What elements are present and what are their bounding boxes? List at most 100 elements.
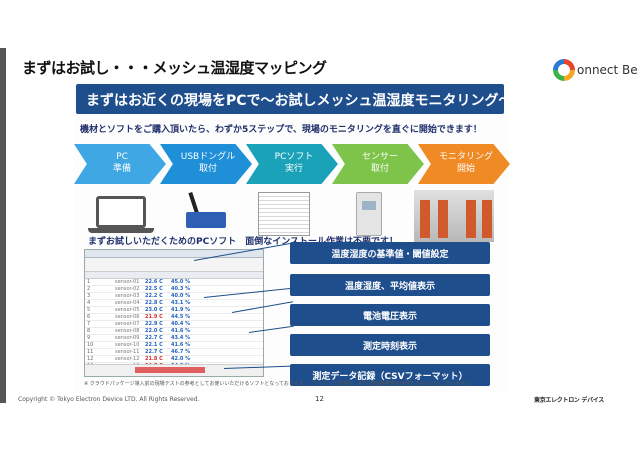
callout-measurement-time: 測定時刻表示	[290, 334, 490, 356]
callout-csv-recording: 測定データ記録（CSVフォーマット）	[290, 364, 490, 386]
step-label: モニタリング	[438, 152, 493, 163]
row-index: 4	[87, 300, 91, 306]
warehouse-photo	[414, 190, 494, 242]
row-index: 8	[87, 328, 91, 334]
row-index: 9	[87, 335, 91, 341]
sensor-name: sensor-01	[115, 279, 140, 285]
temperature-value: 21.9 C	[145, 314, 163, 320]
row-filler	[193, 300, 263, 306]
step-pc: PC 準備	[74, 144, 166, 184]
humidity-value: 42.0 %	[171, 356, 191, 362]
sensor-name: sensor-07	[115, 321, 140, 327]
step-images	[74, 190, 508, 242]
row-index: 12	[87, 356, 94, 362]
row-index: 11	[87, 349, 94, 355]
row-filler	[193, 321, 263, 327]
step-label: PC	[116, 152, 128, 163]
sensor-name: sensor-04	[115, 300, 140, 306]
step-label: 実行	[284, 164, 303, 174]
temperature-value: 21.8 C	[145, 356, 163, 362]
temperature-value: 22.7 C	[145, 349, 163, 355]
table-row: 9 sensor-09 22.7 C 43.4 %	[85, 335, 263, 342]
temperature-value: 23.0 C	[145, 307, 163, 313]
row-filler	[193, 279, 263, 285]
humidity-value: 40.4 %	[171, 321, 191, 327]
row-filler	[193, 335, 263, 341]
logo-ring-icon	[553, 59, 575, 81]
callout-threshold-setting: 温度湿度の基準値・閾値設定	[290, 242, 490, 264]
callout-average-display: 温度湿度、平均値表示	[290, 274, 490, 296]
row-filler	[193, 349, 263, 355]
temperature-value: 22.2 C	[145, 293, 163, 299]
humidity-value: 41.6 %	[171, 342, 191, 348]
step-usb-dongle: USBドングル 取付	[160, 144, 252, 184]
table-row: 8 sensor-08 22.0 C 41.6 %	[85, 328, 263, 335]
usb-dongle-icon	[186, 212, 226, 228]
table-row: 6 sensor-06 21.9 C 44.5 %	[85, 314, 263, 321]
software-screenshot-icon	[258, 192, 310, 236]
humidity-value: 46.7 %	[171, 349, 191, 355]
step-sensor: センサー 取付	[332, 144, 424, 184]
step-label: PCソフト	[274, 152, 314, 163]
pc-software-note: まずお試しいただくためのPCソフト 面倒なインストール作業は不要です！	[88, 237, 399, 247]
footnote: ※ クラウドパッケージ導入前の現場テストの参考としてお使いいただけるソフトとなっ…	[84, 381, 475, 387]
row-filler	[193, 314, 263, 320]
accent-bar	[0, 48, 6, 403]
sensor-name: sensor-08	[115, 328, 140, 334]
humidity-value: 43.1 %	[171, 300, 191, 306]
callout-battery-voltage: 電池電圧表示	[290, 304, 490, 326]
window-toolbar	[85, 258, 263, 272]
step-label: USBドングル	[180, 152, 236, 163]
temperature-value: 22.9 C	[145, 321, 163, 327]
humidity-value: 44.5 %	[171, 314, 191, 320]
humidity-value: 41.9 %	[171, 307, 191, 313]
step-monitoring: モニタリング 開始	[418, 144, 510, 184]
step-label: 取付	[370, 164, 389, 174]
step-label: センサー	[361, 152, 398, 163]
step-pc-software: PCソフト 実行	[246, 144, 338, 184]
step-flow: PC 準備 USBドングル 取付 PCソフト 実行 センサー 取付 モニタリング…	[74, 144, 510, 184]
temperature-value: 22.6 C	[145, 279, 163, 285]
step-label: 準備	[112, 164, 131, 174]
humidity-value: 45.0 %	[171, 279, 191, 285]
page-number: 12	[315, 395, 324, 403]
sensor-name: sensor-09	[115, 335, 140, 341]
laptop-icon	[96, 196, 146, 228]
row-filler	[193, 356, 263, 362]
sensor-name: sensor-12	[115, 356, 140, 362]
connect-beyond-logo: onnect Beyond	[553, 59, 638, 81]
logo-text: onnect Beyond	[577, 63, 638, 77]
row-index: 2	[87, 286, 91, 292]
row-index: 6	[87, 314, 91, 320]
embedded-slide-image: まずはお近くの現場をPCで～お試しメッシュ温湿度モニタリング～ 機材とソフトをご…	[74, 82, 510, 392]
humidity-value: 40.0 %	[171, 293, 191, 299]
table-row: 11 sensor-11 22.7 C 46.7 %	[85, 349, 263, 356]
humidity-value: 40.3 %	[171, 286, 191, 292]
copyright: Copyright © Tokyo Electron Device LTD. A…	[18, 396, 200, 403]
humidity-value: 43.4 %	[171, 335, 191, 341]
step-label: 開始	[456, 164, 475, 174]
sensor-name: sensor-02	[115, 286, 140, 292]
row-index: 10	[87, 342, 94, 348]
tokyo-electron-device-logo: 東京エレクトロン デバイス	[534, 397, 605, 404]
row-index: 3	[87, 293, 91, 299]
window-statusbar	[85, 364, 263, 376]
table-row: 12 sensor-12 21.8 C 42.0 %	[85, 356, 263, 363]
banner-title: まずはお近くの現場をPCで～お試しメッシュ温湿度モニタリング～	[76, 84, 504, 114]
row-filler	[193, 342, 263, 348]
temperature-value: 22.0 C	[145, 328, 163, 334]
sensor-name: sensor-06	[115, 314, 140, 320]
humidity-value: 41.6 %	[171, 328, 191, 334]
sensor-name: sensor-11	[115, 349, 140, 355]
sensor-name: sensor-03	[115, 293, 140, 299]
laptop-base	[88, 228, 154, 233]
subtitle: 機材とソフトをご購入頂いたら、わずか5ステップで、現場のモニタリングを直ぐに開始…	[80, 125, 482, 135]
temperature-value: 22.7 C	[145, 335, 163, 341]
